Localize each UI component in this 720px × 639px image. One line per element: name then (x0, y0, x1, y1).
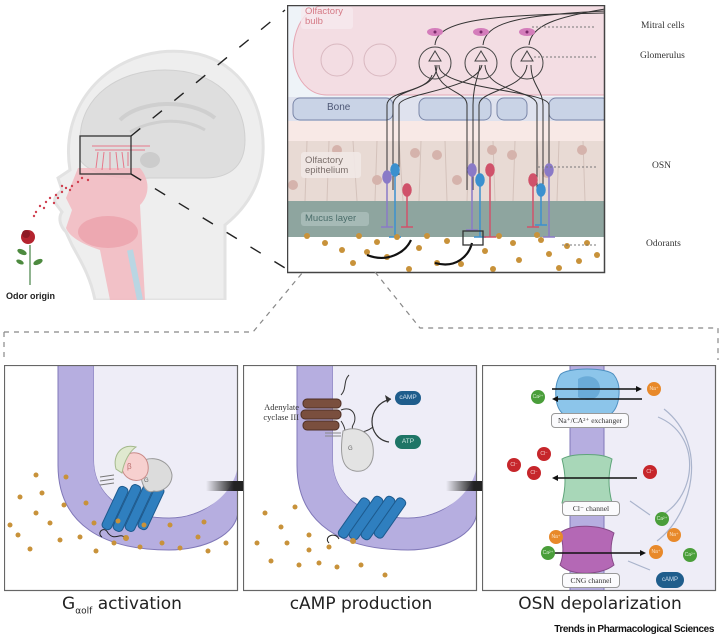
sodium-ion: Na⁺ (667, 528, 681, 542)
dashed-expansion-outline (3, 271, 719, 360)
odorant-dots (254, 504, 388, 578)
calcium-ion: Ca²⁺ (655, 512, 669, 526)
callout-osn: OSN (652, 161, 672, 171)
exchanger-label: Na⁺/CA²⁺ exchanger (551, 413, 629, 428)
cl-channel-label: Cl⁻ channel (562, 501, 620, 516)
g-protein-alpha (140, 458, 173, 493)
panel-title-golf-activation: Gαolf activation (62, 594, 182, 617)
odorant-flow-arrow (366, 239, 474, 266)
beta-subunit-label: β (127, 462, 132, 471)
callout-glomerulus: Glomerulus (640, 51, 685, 61)
journal-name: Trends in Pharmacological Sciences (554, 624, 714, 635)
olfactory-bulb-mini (92, 145, 150, 171)
mucus-layer-label: Mucus layer (305, 213, 357, 224)
calcium-ion: Ca²⁺ (683, 548, 697, 562)
sodium-ion: Na⁺ (647, 382, 661, 396)
olfactory-bulb-label: Olfactory bulb (305, 6, 344, 27)
head-illustration (16, 9, 286, 300)
cl-channel (561, 454, 613, 508)
atp-molecule: ATP (395, 435, 421, 449)
g-protein-alpha (341, 428, 374, 472)
sodium-ion: Na⁺ (549, 530, 563, 544)
callout-odorants: Odorants (646, 239, 681, 249)
g-protein-gamma (114, 445, 138, 474)
callout-mitral-cells: Mitral cells (641, 21, 685, 31)
odorant-dots (7, 472, 229, 554)
chloride-ion: Cl⁻ (527, 466, 541, 480)
chloride-ion: Cl⁻ (643, 465, 657, 479)
panel-golf-activation (4, 365, 239, 592)
rose-icon (16, 230, 43, 285)
receptor-zoom-box (462, 230, 484, 246)
bone-segment (496, 97, 528, 121)
calcium-ion: Ca²⁺ (541, 546, 555, 560)
axon-bundle (386, 8, 605, 190)
odor-particles (32, 176, 90, 218)
panel-camp-production (243, 365, 478, 592)
zoom-region-box (79, 135, 132, 175)
panel-osn-depolarization (482, 365, 717, 592)
adenylate-cyclase (300, 398, 342, 431)
panel-title-osn-depolarization: OSN depolarization (518, 594, 682, 614)
osn-neurons (381, 163, 555, 238)
sodium-ion: Na⁺ (649, 545, 663, 559)
camp-molecule: cAMP (395, 391, 421, 405)
bone-label: Bone (327, 102, 351, 113)
cng-channel (559, 525, 615, 574)
chloride-ion: Cl⁻ (507, 458, 521, 472)
callout-leaders (532, 26, 596, 246)
olfactory-zoom-panel (287, 5, 606, 274)
cng-channel-label: CNG channel (562, 573, 620, 588)
camp-molecule: cAMP (656, 572, 684, 588)
g-subunit-label: G (144, 478, 149, 484)
g-subunit-label: G (348, 446, 353, 452)
odor-origin-label: Odor origin (6, 291, 55, 301)
odorant-dots (304, 232, 600, 272)
glomerulus (418, 46, 544, 80)
chloride-ion: Cl⁻ (537, 447, 551, 461)
calcium-ion: Ca²⁺ (531, 390, 545, 404)
odorant-receptor (337, 495, 407, 541)
conversion-arrow (371, 398, 392, 443)
zoom-connector-lines (130, 9, 286, 269)
ion-flux-arrows (552, 388, 644, 554)
adenylate-cyclase-label: Adenylate cyclase III (263, 402, 299, 422)
panel-title-camp-production: cAMP production (289, 594, 433, 614)
olfactory-epithelium-label: Olfactory epithelium (305, 155, 349, 176)
